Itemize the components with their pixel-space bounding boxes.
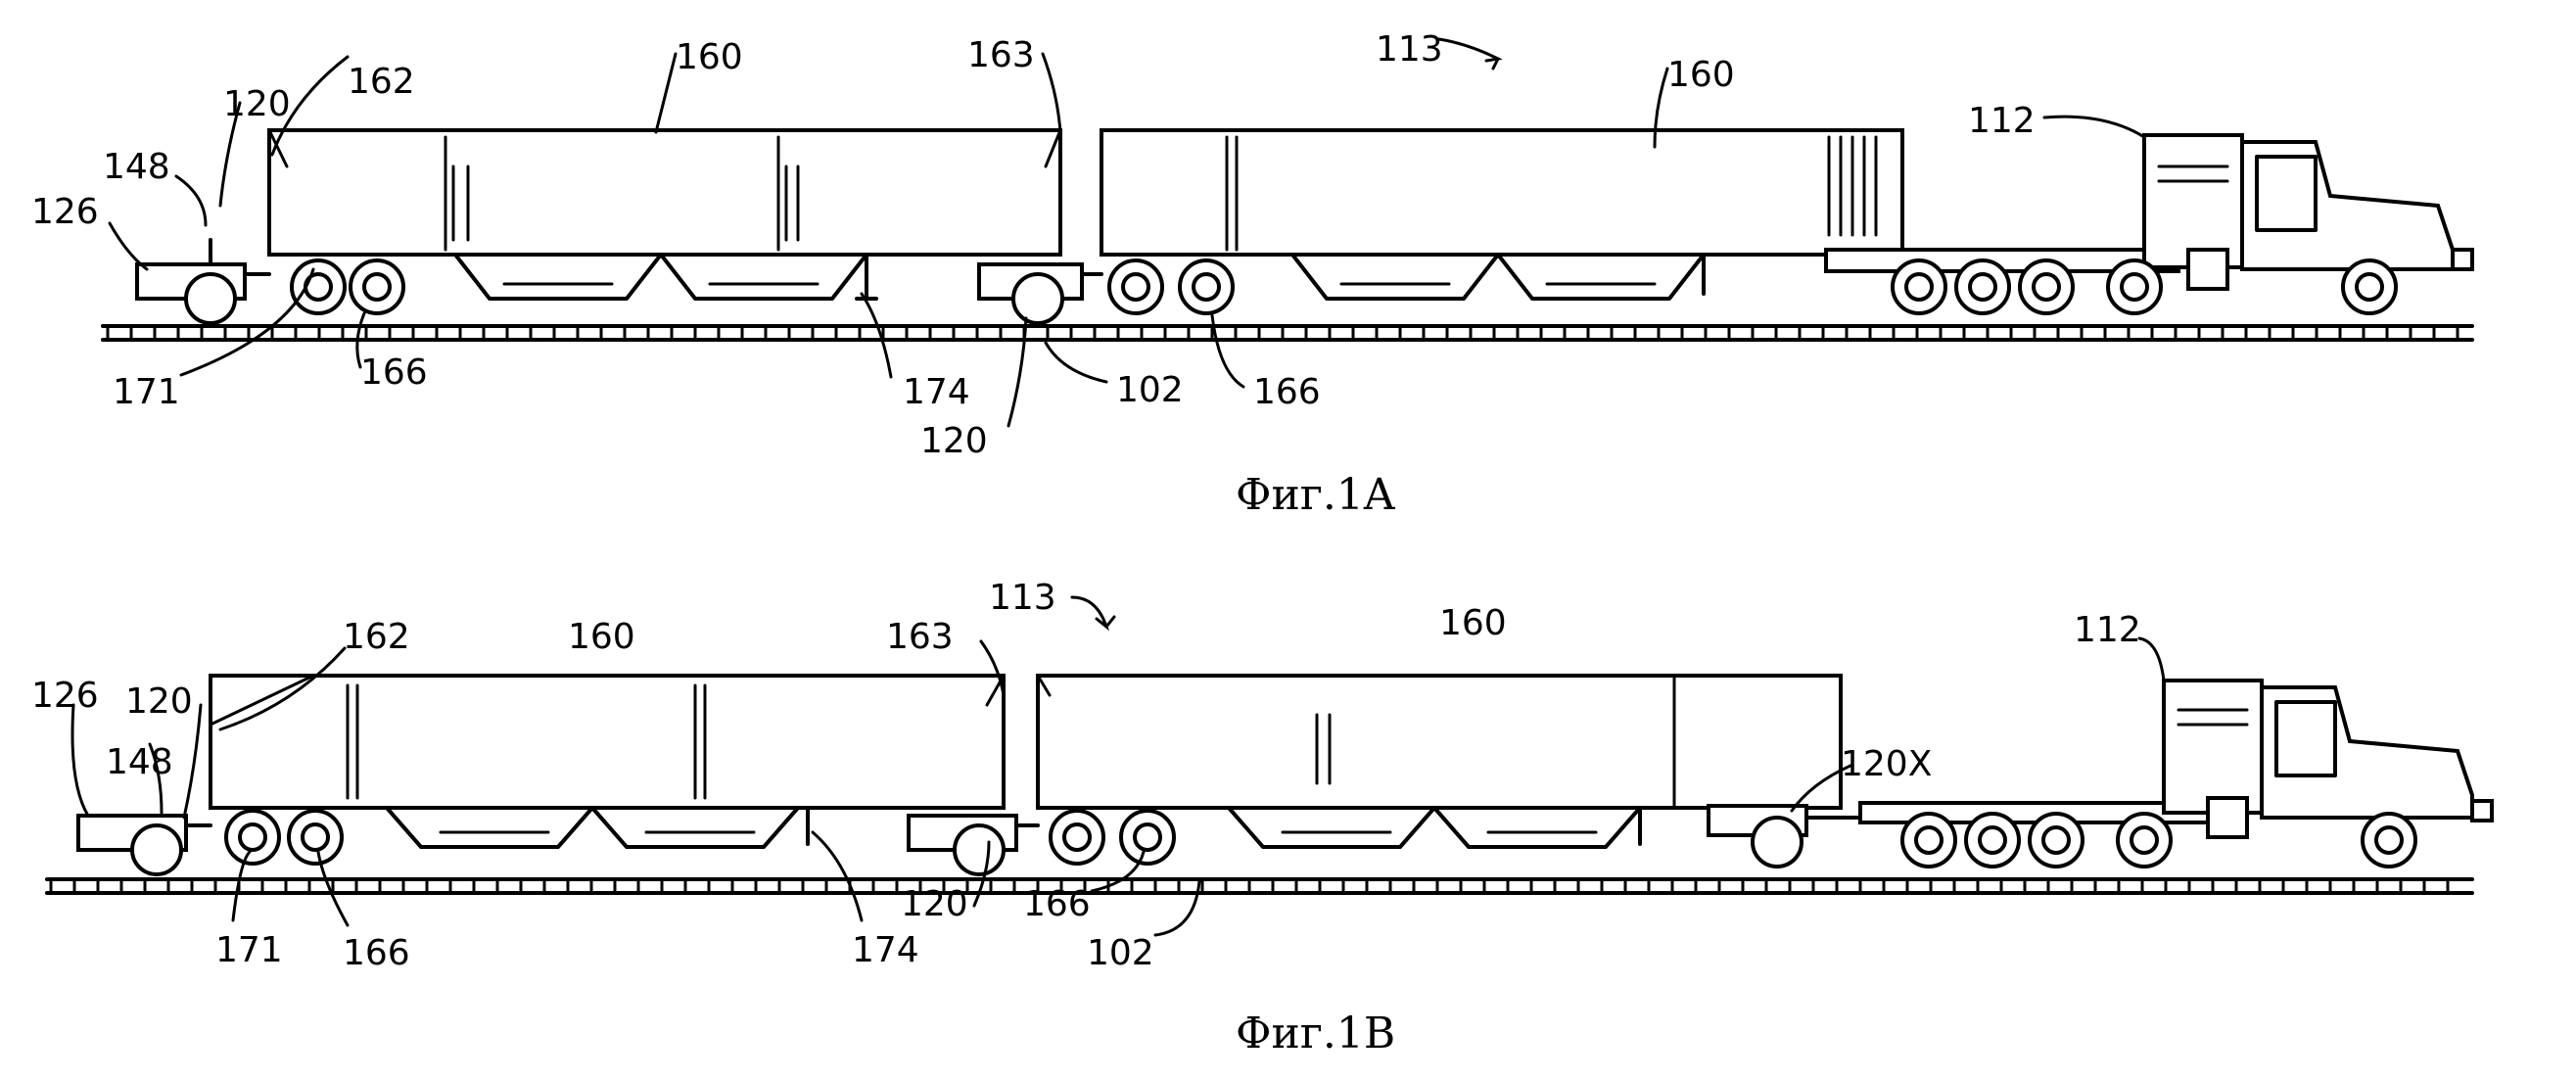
label-160-front: 160 bbox=[1667, 55, 1735, 95]
figure-1b: 113 162 160 163 160 112 126 120 148 120X… bbox=[31, 578, 2492, 1058]
rail-track bbox=[47, 879, 2472, 893]
label-163: 163 bbox=[967, 35, 1035, 75]
trailer-rear bbox=[78, 676, 1004, 874]
label-126: 126 bbox=[31, 676, 99, 716]
label-112: 112 bbox=[1968, 101, 2036, 141]
label-148: 148 bbox=[103, 147, 170, 187]
label-174: 174 bbox=[852, 930, 919, 970]
rail-track bbox=[103, 326, 2472, 340]
trailer-rear bbox=[137, 130, 1060, 323]
truck-tractor bbox=[1860, 681, 2492, 867]
trailer-front bbox=[979, 130, 1902, 323]
figure-1a: 113 162 160 163 160 120 148 126 112 171 … bbox=[31, 29, 2472, 520]
label-160-rear: 160 bbox=[676, 37, 743, 77]
label-160-rear: 160 bbox=[568, 617, 635, 657]
truck-tractor bbox=[1826, 135, 2472, 313]
label-120-middle: 120 bbox=[901, 884, 968, 924]
label-102: 102 bbox=[1087, 933, 1154, 973]
label-171: 171 bbox=[215, 930, 283, 970]
label-166-rear: 166 bbox=[360, 352, 428, 393]
label-174: 174 bbox=[903, 372, 970, 412]
label-166-front: 166 bbox=[1023, 884, 1091, 924]
label-102: 102 bbox=[1116, 370, 1184, 410]
label-120-rear: 120 bbox=[125, 681, 193, 722]
label-120x: 120X bbox=[1841, 744, 1932, 784]
label-148: 148 bbox=[106, 742, 173, 782]
label-120-rear: 120 bbox=[223, 84, 291, 124]
label-160-front: 160 bbox=[1439, 603, 1507, 643]
label-113: 113 bbox=[989, 578, 1056, 618]
caption-fig-1b: Фиг.1B bbox=[1236, 1009, 1395, 1058]
trailer-front bbox=[909, 676, 1860, 874]
label-113: 113 bbox=[1376, 29, 1443, 70]
label-126: 126 bbox=[31, 192, 99, 232]
label-166-front: 166 bbox=[1253, 372, 1321, 412]
caption-fig-1a: Фиг.1A bbox=[1236, 470, 1396, 520]
label-120-middle: 120 bbox=[920, 421, 988, 461]
label-171: 171 bbox=[113, 372, 180, 412]
label-166-rear: 166 bbox=[343, 933, 410, 973]
label-162: 162 bbox=[343, 617, 410, 657]
label-163: 163 bbox=[886, 617, 954, 657]
label-112: 112 bbox=[2074, 610, 2141, 650]
label-162: 162 bbox=[348, 62, 415, 102]
